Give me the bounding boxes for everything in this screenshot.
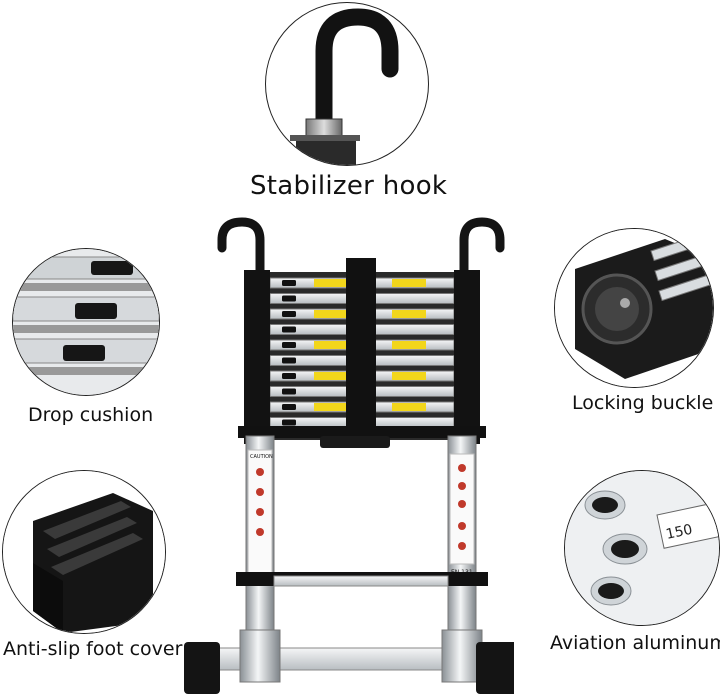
right-foot-cap	[476, 642, 512, 694]
rung-warning-label	[314, 341, 348, 349]
anti-slip-foot-detail	[2, 470, 166, 634]
rung-warning-label	[314, 372, 348, 380]
rung-warning-label	[392, 341, 426, 349]
right-hook	[459, 217, 505, 281]
right-lower-tube	[441, 629, 483, 683]
stabilizer-hook-detail	[265, 2, 429, 166]
aviation-aluminum-detail: 150	[564, 470, 720, 626]
drop-cushion-caption: Drop cushion	[28, 404, 154, 426]
left-lower-tube	[239, 629, 281, 683]
locking-buckle-closeup-image	[555, 229, 713, 387]
rung-warning-label	[392, 403, 426, 411]
foot-cover-closeup-image	[3, 471, 165, 633]
telescopic-ladder-image: CAUTION EN 131	[184, 217, 514, 694]
bottom-rung	[273, 575, 449, 587]
left-foot-cap	[184, 642, 220, 694]
drop-cushion-closeup-image	[13, 249, 159, 395]
rung-warning-label	[314, 403, 348, 411]
rung-warning-label	[392, 372, 426, 380]
rung-buckle	[282, 419, 296, 426]
stabilizer-hook-caption: Stabilizer hook	[250, 171, 448, 201]
locking-buckle-caption: Locking buckle	[572, 392, 714, 414]
aluminum-tube-closeup-image: 150	[565, 471, 719, 625]
caution-label: CAUTION	[250, 454, 273, 460]
rung-buckle	[282, 404, 296, 410]
rung-buckle	[282, 311, 296, 317]
locking-buckle-detail	[554, 228, 714, 388]
rung-buckle	[282, 295, 296, 302]
folded-rung-stack	[244, 258, 480, 444]
drop-cushion-detail	[12, 248, 160, 396]
rung-buckle	[282, 326, 296, 333]
rung-buckle	[282, 388, 296, 395]
anti-slip-foot-cover-caption: Anti-slip foot cover	[3, 638, 183, 660]
rung-warning-label	[314, 310, 348, 318]
rung-buckle	[282, 357, 296, 364]
stack-base-bracket	[238, 426, 486, 438]
rung-buckle	[282, 342, 296, 348]
rung-warning-label	[314, 279, 348, 287]
rung-warning-label	[392, 279, 426, 287]
rung-buckle	[282, 280, 296, 286]
handle-grip	[320, 436, 390, 448]
hook-closeup-image	[290, 8, 399, 165]
rung-warning-label	[392, 310, 426, 318]
tube-marking-text: 150	[665, 522, 694, 543]
aviation-aluminum-caption: Aviation aluminum	[550, 632, 720, 654]
rung-buckle	[282, 373, 296, 379]
left-hook	[217, 217, 265, 281]
